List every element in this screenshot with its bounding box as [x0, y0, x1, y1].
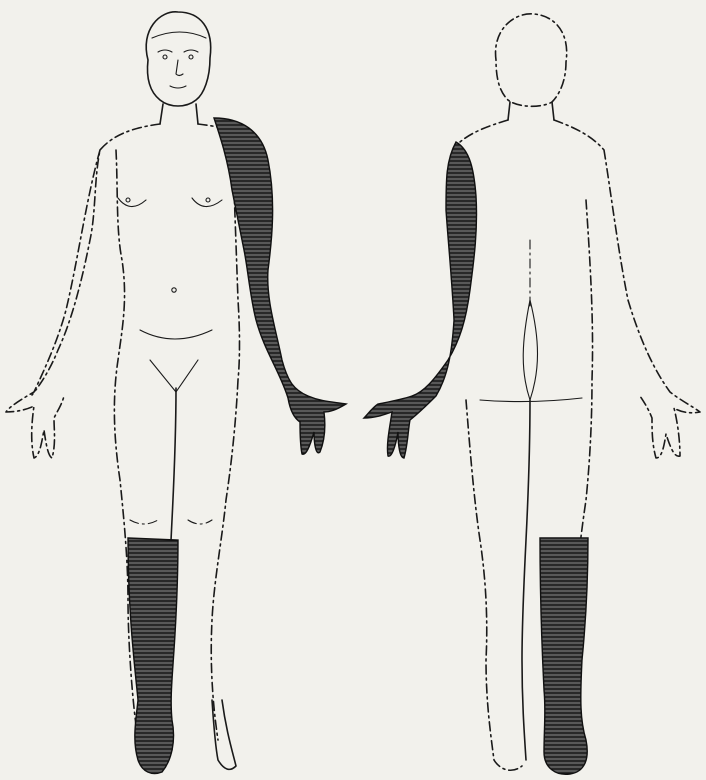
anterior-left-arm-shaded: [214, 118, 346, 454]
posterior-view: [364, 14, 700, 774]
posterior-back-details: [480, 240, 582, 402]
posterior-left-arm-shaded: [364, 142, 477, 458]
posterior-neck-left: [508, 102, 510, 120]
anterior-knees: [130, 520, 212, 524]
anterior-face: [152, 32, 206, 88]
anterior-right-arm: [6, 150, 100, 458]
anterior-left-foot: [212, 700, 236, 769]
posterior-head: [496, 14, 567, 106]
anterior-neck-right: [196, 104, 198, 124]
posterior-right-leg-shaded: [540, 538, 588, 774]
anterior-chest: [118, 198, 222, 392]
posterior-neck-right: [552, 102, 554, 120]
posterior-left-leg: [466, 400, 522, 770]
posterior-inner-legs: [522, 400, 530, 760]
anterior-neck: [160, 104, 163, 124]
anterior-view: [6, 12, 346, 774]
anterior-head: [146, 12, 210, 106]
anterior-right-leg-shaded: [128, 538, 178, 774]
